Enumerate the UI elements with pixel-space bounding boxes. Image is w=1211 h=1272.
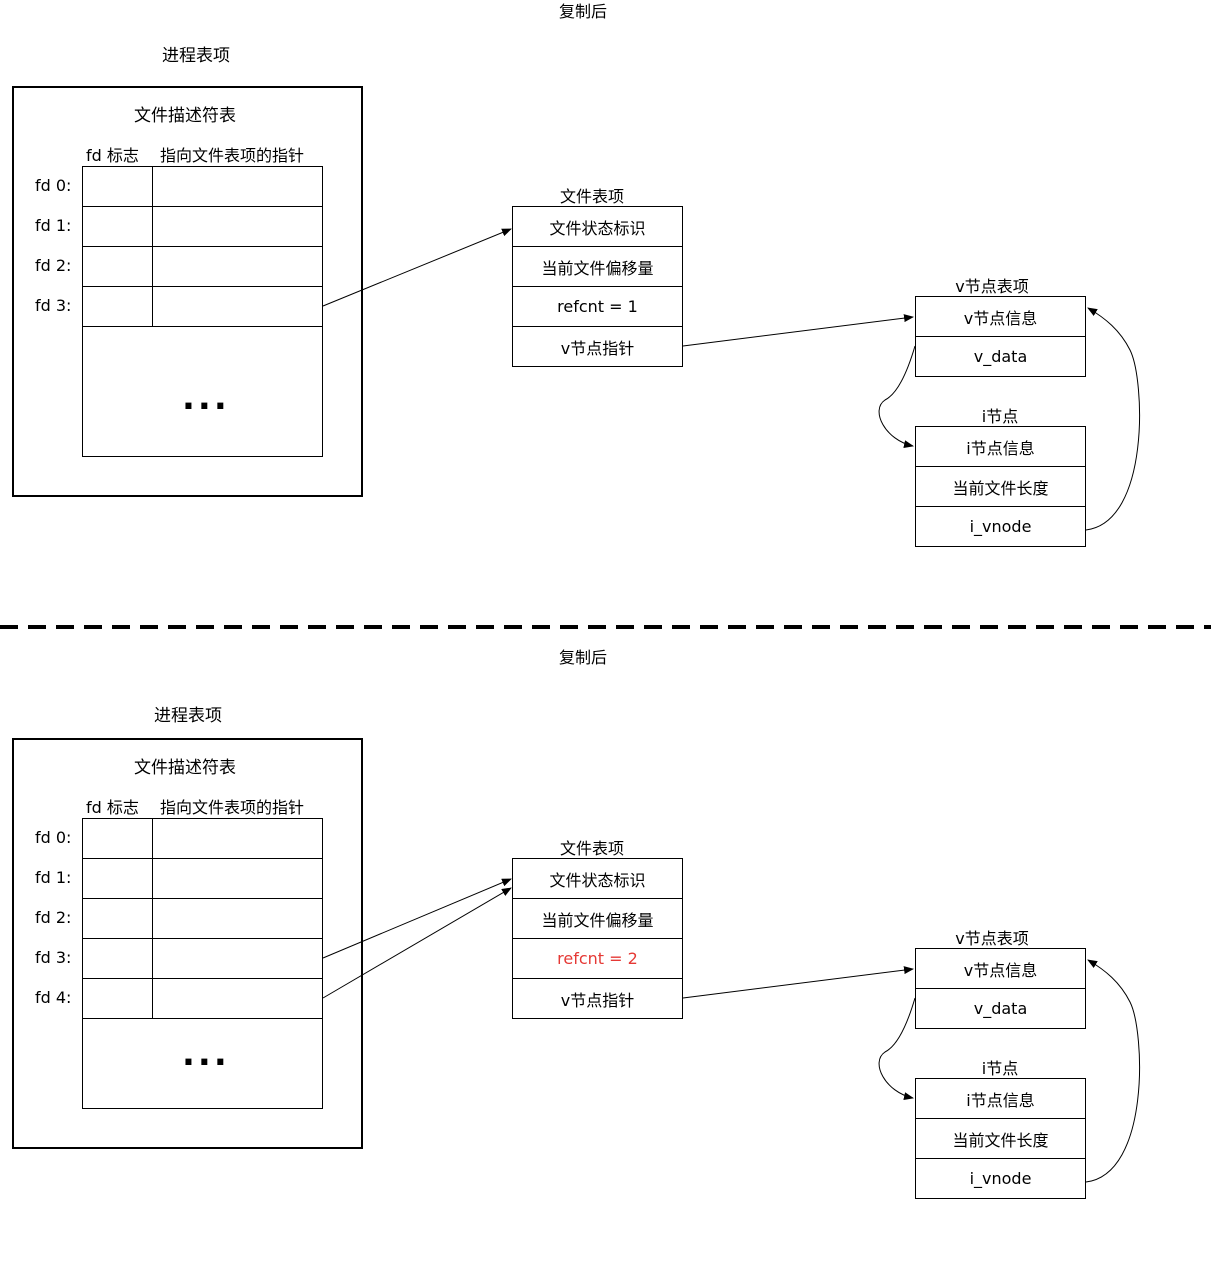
fd-flag-cell — [82, 938, 153, 979]
file-status-flags: 文件状态标识 — [512, 206, 683, 247]
diagram-caption: 复制后 — [558, 2, 607, 21]
fd-label: fd 1: — [35, 868, 72, 887]
vnode-data: v_data — [915, 988, 1086, 1029]
fd-flag-cell — [82, 206, 153, 247]
inode-info: i节点信息 — [915, 426, 1086, 467]
fd-table-remaining — [82, 1018, 323, 1109]
diagram-caption: 复制后 — [558, 648, 607, 667]
vnode-data: v_data — [915, 336, 1086, 377]
dashed-divider — [0, 625, 1211, 629]
fd-label: fd 4: — [35, 988, 72, 1007]
arrow-vnode-to-inode — [878, 345, 916, 449]
vnode-pointer: v节点指针 — [512, 326, 683, 367]
inode-file-length: 当前文件长度 — [915, 1118, 1086, 1159]
fd-ptr-cell — [152, 206, 323, 247]
vnode-entry-title: v节点表项 — [955, 929, 1029, 948]
file-entry-title: 文件表项 — [559, 839, 624, 858]
file-offset: 当前文件偏移量 — [512, 246, 683, 287]
col-header-file-ptr: 指向文件表项的指针 — [160, 798, 305, 817]
fd-ptr-cell — [152, 938, 323, 979]
refcnt: refcnt = 1 — [512, 286, 683, 327]
fd-label: fd 0: — [35, 828, 72, 847]
arrow-fd3-to-file-entry — [322, 878, 512, 959]
col-header-file-ptr: 指向文件表项的指针 — [160, 146, 305, 165]
connector-arrows — [322, 878, 1141, 1183]
col-header-fd-flag: fd 标志 — [86, 798, 139, 817]
fd-label: fd 1: — [35, 216, 72, 235]
fd-ptr-cell — [152, 978, 323, 1019]
arrow-inode-to-vnode — [1085, 307, 1141, 531]
connector-arrows — [322, 228, 1141, 531]
vnode-info: v节点信息 — [915, 296, 1086, 337]
fd-table-title: 文件描述符表 — [134, 106, 236, 126]
arrow-vnode-to-inode — [878, 997, 916, 1101]
inode-info: i节点信息 — [915, 1078, 1086, 1119]
refcnt: refcnt = 2 — [512, 938, 683, 979]
inode-title: i节点 — [981, 1059, 1019, 1078]
fd-table-remaining — [82, 326, 323, 457]
fd-flag-cell — [82, 818, 153, 859]
vnode-pointer: v节点指针 — [512, 978, 683, 1019]
diagram-after: 复制后 进程表项 文件描述符表 fd 标志 指向文件表项的指针 fd 0: fd… — [0, 648, 1211, 1272]
process-entry-title: 进程表项 — [154, 706, 222, 726]
fd-label: fd 2: — [35, 908, 72, 927]
fd-label: fd 3: — [35, 948, 72, 967]
inode-title: i节点 — [981, 407, 1019, 426]
col-header-fd-flag: fd 标志 — [86, 146, 139, 165]
fd-table-title: 文件描述符表 — [134, 758, 236, 778]
vnode-info: v节点信息 — [915, 948, 1086, 989]
fd-flag-cell — [82, 286, 153, 327]
fd-ptr-cell — [152, 166, 323, 207]
file-entry-title: 文件表项 — [559, 187, 624, 206]
arrow-inode-to-vnode — [1085, 959, 1141, 1183]
fd-flag-cell — [82, 978, 153, 1019]
fd-ptr-cell — [152, 818, 323, 859]
fd-label: fd 2: — [35, 256, 72, 275]
arrow-fd4-to-file-entry — [322, 887, 512, 999]
arrow-fd3-to-file-entry — [322, 228, 512, 307]
fd-ptr-cell — [152, 858, 323, 899]
fd-label: fd 0: — [35, 176, 72, 195]
arrow-file-to-vnode — [682, 314, 914, 347]
inode-vnode: i_vnode — [915, 506, 1086, 547]
diagram-before: 复制后 进程表项 文件描述符表 fd 标志 指向文件表项的指针 fd 0: fd… — [0, 0, 1211, 620]
vnode-entry-title: v节点表项 — [955, 277, 1029, 296]
fd-label: fd 3: — [35, 296, 72, 315]
arrow-file-to-vnode — [682, 966, 914, 999]
file-status-flags: 文件状态标识 — [512, 858, 683, 899]
process-entry-title: 进程表项 — [162, 46, 230, 66]
